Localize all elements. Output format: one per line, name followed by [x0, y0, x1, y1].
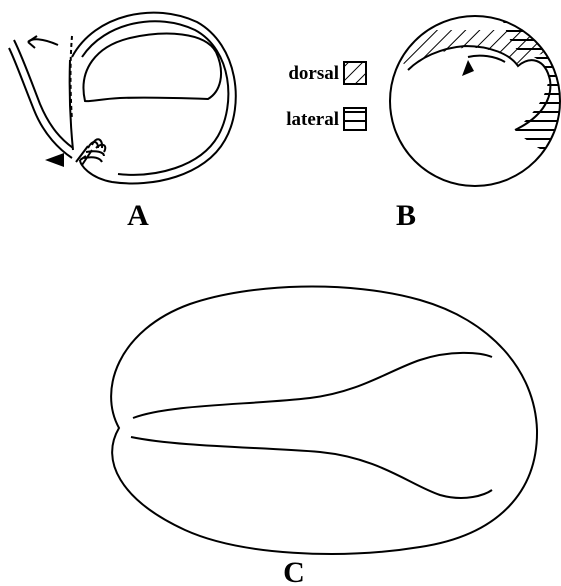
panel-a-arrowhead: [45, 153, 64, 167]
panel-a-label: A: [127, 199, 149, 232]
legend-lateral-label: lateral: [286, 109, 339, 130]
panel-b: B: [380, 10, 560, 232]
panel-a-cavity: [84, 34, 222, 102]
panel-c-label: C: [283, 556, 305, 586]
panel-a: A: [9, 13, 236, 232]
legend-dorsal-label: dorsal: [288, 63, 339, 84]
panel-b-label: B: [396, 199, 416, 232]
panel-a-tail-inner: [14, 40, 73, 148]
legend: dorsal lateral: [286, 62, 366, 130]
panel-c-lower-curve: [131, 437, 492, 498]
panel-b-arrowhead: [462, 60, 474, 76]
panel-c: C: [111, 287, 537, 586]
legend-lateral-swatch: [344, 108, 366, 130]
legend-dorsal-swatch: [344, 62, 366, 84]
panel-b-inner-arc: [468, 56, 505, 62]
panel-c-upper-curve: [133, 353, 492, 418]
panel-a-curved-arrow-head: [28, 36, 37, 48]
panel-c-outline: [111, 287, 537, 554]
